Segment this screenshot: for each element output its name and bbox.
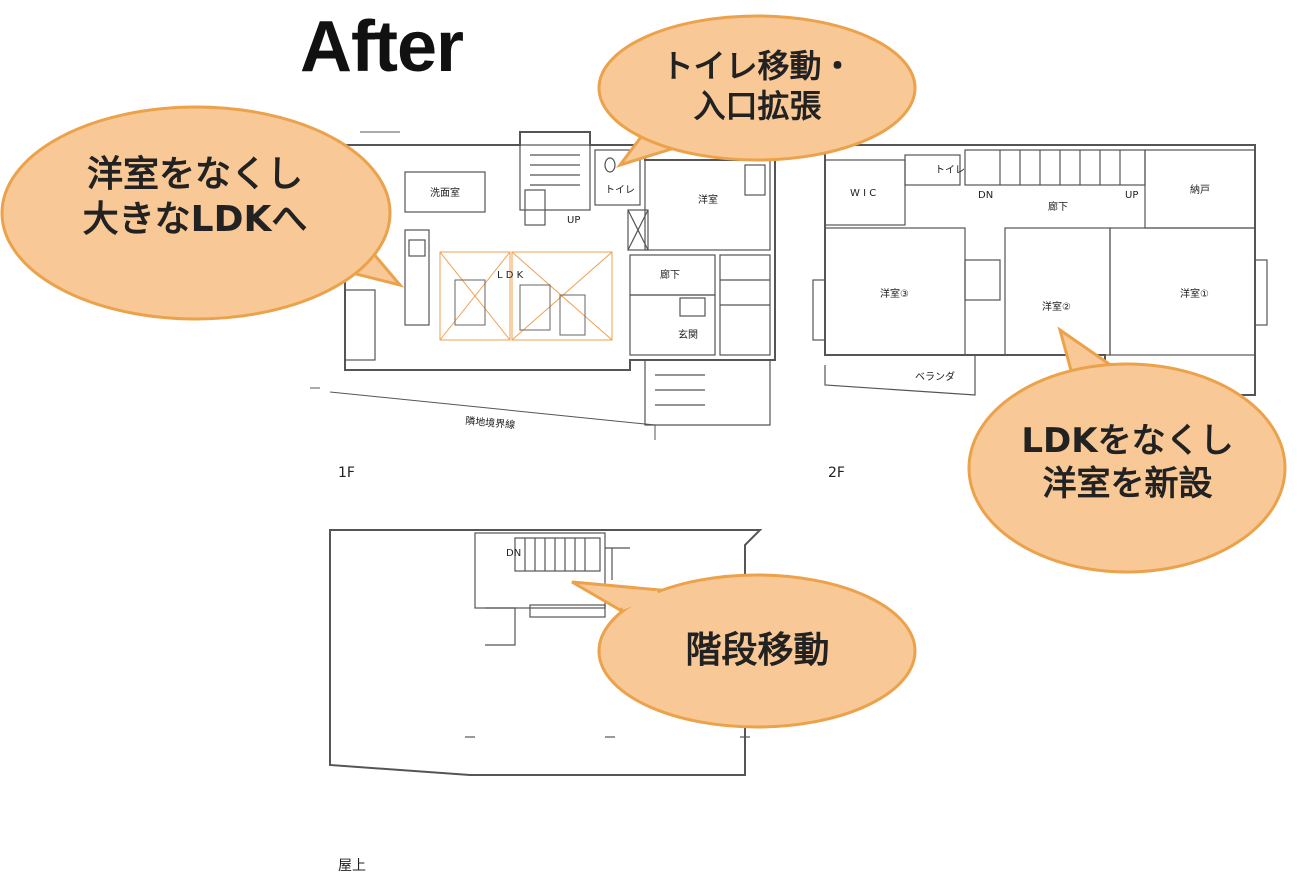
callout-stairs	[571, 573, 917, 729]
room-label-corridor-1f: 廊下	[660, 268, 680, 281]
callout-ldk-1f	[0, 105, 405, 321]
callout-toilet-text: トイレ移動・ 入口拡張	[620, 46, 895, 126]
room-label-toilet-2f: トイレ	[935, 165, 965, 176]
floor-plan-1f	[310, 131, 776, 440]
callout-ldk-1f-line2: 大きなLDKへ	[82, 199, 308, 240]
room-label-toilet-1f: トイレ	[605, 185, 635, 196]
room-label-western-1f: 洋室	[698, 193, 718, 206]
ldk-highlight-1f	[439, 251, 613, 341]
room-label-western-3: 洋室③	[880, 287, 909, 300]
stair-label-dn-2f: DN	[978, 190, 993, 201]
callout-ldk-1f-text: 洋室をなくし 大きなLDKへ	[40, 152, 350, 242]
room-label-corridor-2f: 廊下	[1048, 200, 1068, 213]
callout-stairs-line1: 階段移動	[685, 630, 830, 671]
room-label-washroom: 洗面室	[430, 186, 460, 199]
room-label-veranda: ベランダ	[915, 370, 955, 383]
callout-ldk-2f	[967, 326, 1287, 574]
furniture-1f	[454, 279, 586, 336]
callout-ldk-2f-line2: 洋室を新設	[1042, 463, 1213, 504]
callout-toilet	[597, 14, 917, 168]
floor-label-2f: 2F	[828, 465, 845, 481]
room-label-western-1: 洋室①	[1180, 287, 1209, 300]
callout-toilet-line1: トイレ移動・	[661, 47, 854, 85]
stair-label-up-2f: UP	[1125, 190, 1138, 201]
floor-label-roof: 屋上	[338, 858, 366, 874]
callout-stairs-text: 階段移動	[630, 628, 885, 673]
room-label-western-2: 洋室②	[1042, 300, 1071, 313]
floor-plan-roof	[329, 529, 763, 776]
room-label-storage: 納戸	[1190, 183, 1210, 196]
callout-ldk-1f-line1: 洋室をなくし	[86, 154, 303, 195]
room-label-entrance: 玄関	[678, 328, 698, 341]
callout-ldk-2f-text: LDKをなくし 洋室を新設	[995, 420, 1260, 505]
page-title: After	[300, 7, 464, 87]
stair-label-dn-roof: DN	[506, 548, 521, 559]
stair-label-up-1f: UP	[567, 215, 580, 226]
floor-label-1f: 1F	[338, 465, 355, 481]
boundary-label: 隣地境界線	[465, 414, 516, 431]
callout-ldk-2f-line1: LDKをなくし	[1021, 421, 1234, 461]
room-label-ldk: L D K	[497, 270, 524, 281]
room-label-wic: W I C	[850, 188, 876, 199]
callout-toilet-line2: 入口拡張	[693, 87, 822, 125]
floor-plan-2f	[812, 144, 1268, 396]
